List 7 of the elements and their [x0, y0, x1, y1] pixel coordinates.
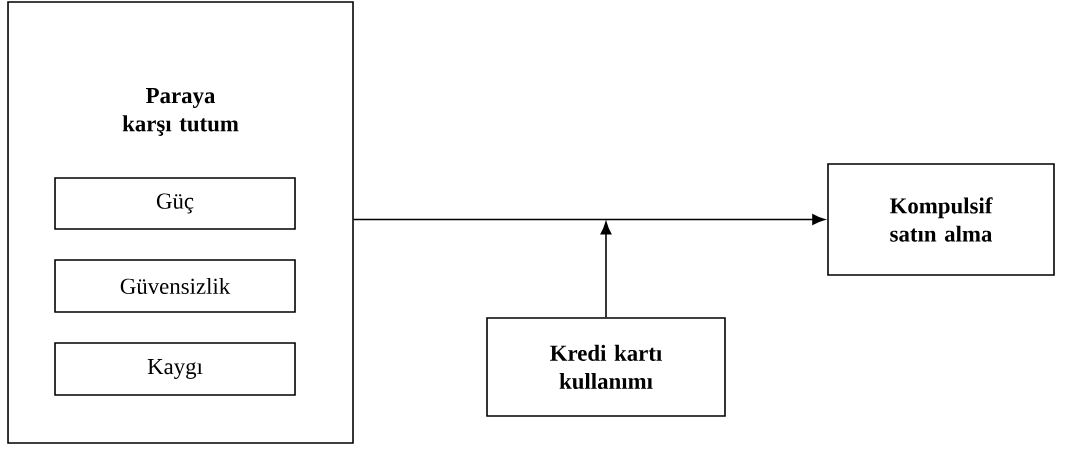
item-box: Güvensizlik	[54, 259, 296, 313]
arrow	[353, 214, 825, 225]
outcome-box: Kompulsif satın alma	[827, 163, 1055, 276]
item-box: Güç	[54, 177, 296, 230]
item-box: Kaygı	[54, 342, 296, 396]
arrow	[600, 221, 612, 318]
moderator-box: Kredi kartı kullanımı	[486, 317, 726, 417]
